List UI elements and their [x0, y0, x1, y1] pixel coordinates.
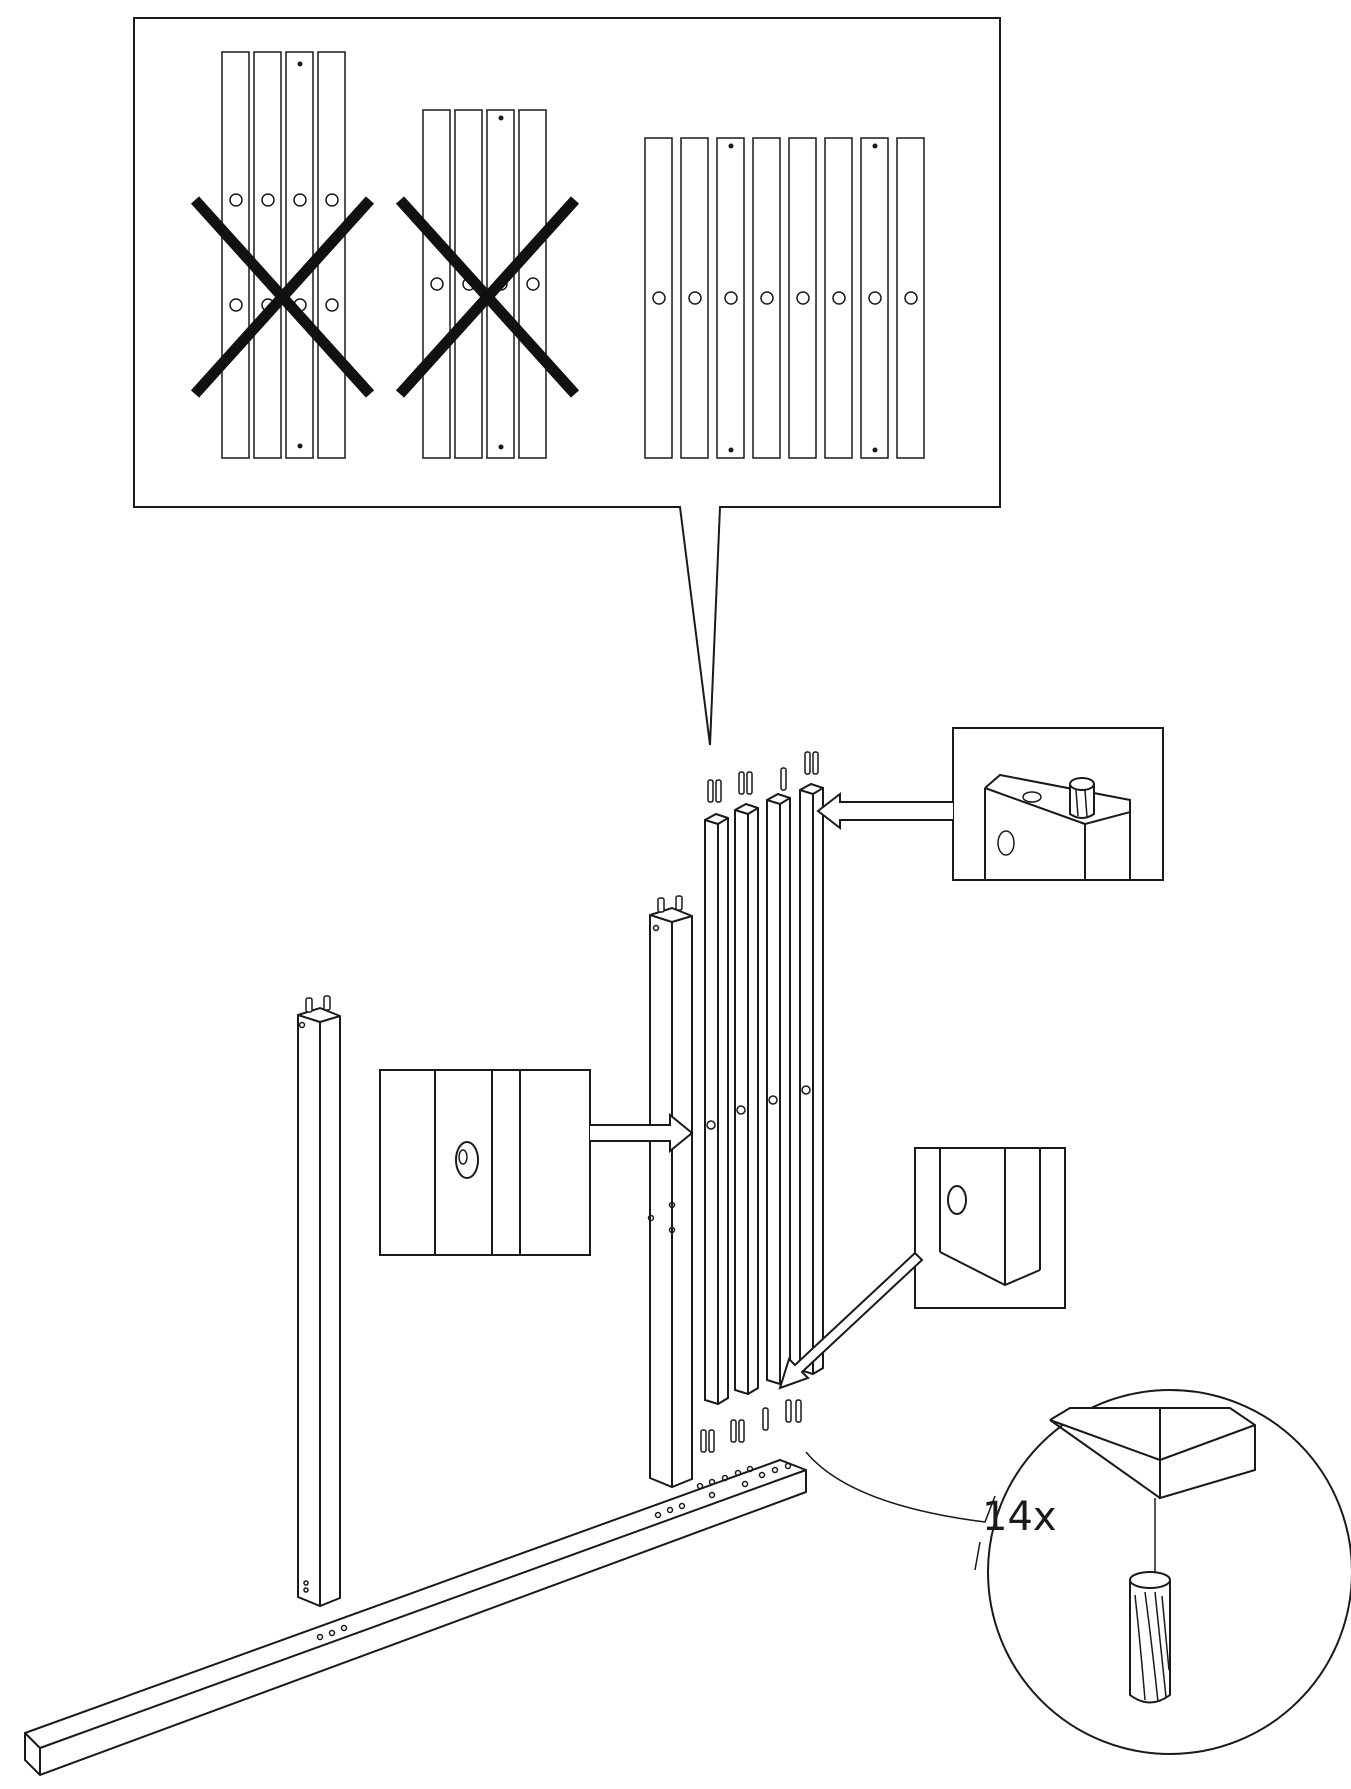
quantity-label: 14x: [982, 1494, 1057, 1540]
detail-circle: [987, 1389, 1351, 1755]
detail-frame: [379, 1069, 591, 1256]
detail-slat-end: [778, 1147, 1066, 1390]
detail-dowel-top: [816, 727, 1164, 881]
slat: [716, 137, 745, 459]
slat: [422, 109, 451, 459]
main-assembly: [24, 751, 824, 1777]
slat: [253, 51, 282, 459]
bottom-rail: [24, 1458, 807, 1777]
slat: [788, 137, 817, 459]
arrow-icon: [590, 1112, 694, 1154]
wooden-dowel-icon: [1129, 1571, 1171, 1704]
dowel-pair: [305, 995, 331, 1013]
wooden-dowel-icon: [1069, 777, 1095, 819]
detail-hole: [379, 1069, 694, 1256]
incorrect-x-icon: [190, 196, 375, 398]
dowel-pair: [657, 895, 683, 913]
slat: [896, 137, 925, 459]
middle-post: [647, 895, 693, 1489]
top-dowels: [707, 751, 819, 803]
detail-dowel-count: 14x: [805, 1389, 1351, 1755]
slat-orientation-guide: [133, 17, 1001, 746]
detail-frame: [914, 1147, 1066, 1309]
arrow-icon: [778, 1251, 924, 1390]
option-incorrect-2: [395, 109, 580, 459]
slat: [680, 137, 709, 459]
slat: [518, 109, 547, 459]
slat: [860, 137, 889, 459]
slat: [285, 51, 314, 459]
slat: [752, 137, 781, 459]
slat: [644, 137, 673, 459]
slat-set: [700, 751, 824, 1453]
incorrect-x-icon: [395, 196, 580, 398]
option-correct[interactable]: [644, 137, 925, 459]
option-incorrect-1: [190, 51, 375, 459]
slat: [824, 137, 853, 459]
bottom-dowels: [700, 1399, 802, 1453]
arrow-icon: [816, 791, 953, 831]
left-post: [297, 995, 341, 1608]
